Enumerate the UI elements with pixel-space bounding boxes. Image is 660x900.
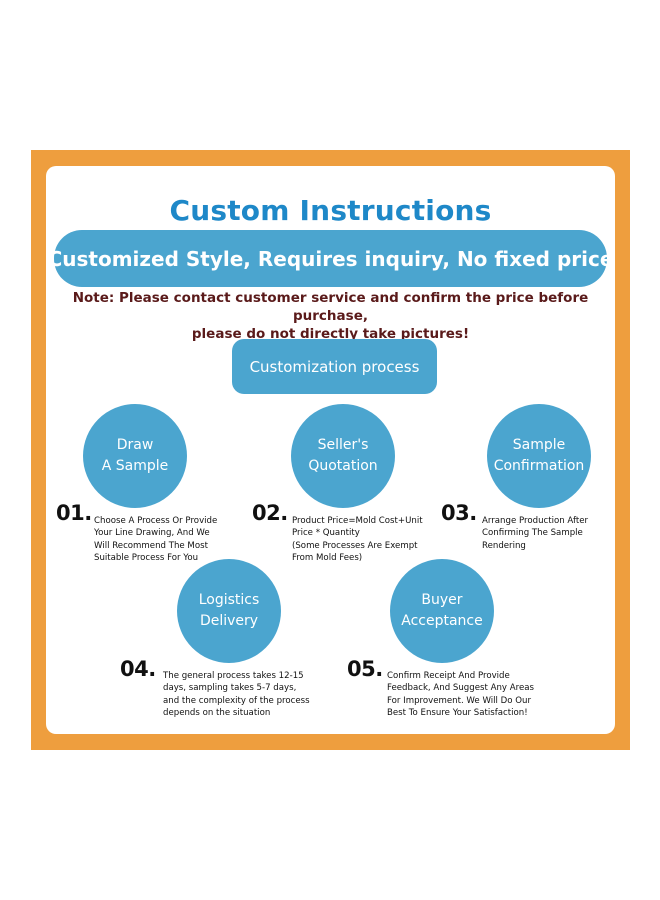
step-5-number: 05.	[347, 657, 383, 681]
step-2-desc-line: Product Price=Mold Cost+Unit	[292, 516, 423, 526]
step-5-desc-line: Confirm Receipt And Provide	[387, 671, 510, 681]
step-1-desc-line: Will Recommend The Most	[94, 540, 208, 551]
step-3-number: 03.	[441, 501, 477, 525]
step-2-number: 02.	[252, 501, 288, 525]
step-5-description: Confirm Receipt And Provide Feedback, An…	[387, 670, 534, 719]
step-2-name-line-1: Seller's	[317, 437, 369, 453]
step-5-desc-line: Best To Ensure Your Satisfaction!	[387, 707, 528, 718]
step-5-name-line-2: Acceptance	[401, 613, 483, 629]
step-3-desc-line: Confirming The Sample	[482, 528, 583, 539]
step-3-desc-line: Rendering	[482, 540, 526, 551]
step-2-name-line-2: Quotation	[308, 458, 378, 474]
pricing-banner: Customized Style, Requires inquiry, No f…	[48, 230, 613, 287]
step-1-name-line-1: Draw	[116, 437, 154, 453]
step-3-desc-line: Arrange Production After	[482, 516, 589, 526]
step-4-name-line-2: Delivery	[199, 613, 259, 629]
orange-frame: Custom Instructions Customized Style, Re…	[31, 150, 630, 750]
step-3-name-line-1: Sample	[512, 437, 566, 453]
step-2-circle: Seller's Quotation	[291, 404, 395, 508]
step-1-desc-line: Choose A Process Or Provide	[94, 516, 218, 526]
process-label: Customization process	[232, 339, 437, 394]
step-5-circle: Buyer Acceptance	[390, 559, 494, 663]
step-2-description: Product Price=Mold Cost+Unit Price * Qua…	[292, 515, 423, 564]
step-4-circle: Logistics Delivery	[177, 559, 281, 663]
step-4-desc-line: and the complexity of the process	[163, 695, 310, 706]
step-1-description: Choose A Process Or Provide Your Line Dr…	[94, 515, 217, 564]
step-4-name-line-1: Logistics	[198, 592, 260, 608]
step-1-number: 01.	[56, 501, 92, 525]
step-5-name-line-1: Buyer	[421, 592, 463, 608]
step-2-desc-line: Price * Quantity	[292, 528, 360, 539]
step-1-desc-line: Suitable Process For You	[94, 552, 199, 563]
step-2-desc-line: (Some Processes Are Exempt	[292, 540, 418, 551]
step-2-desc-line: From Mold Fees)	[292, 552, 363, 563]
note-line-2: please do not directly take pictures!	[191, 326, 470, 342]
step-3-name-line-2: Confirmation	[493, 458, 585, 474]
purchase-note: Note: Please contact customer service an…	[46, 289, 615, 343]
step-1-name-line-2: A Sample	[101, 458, 169, 474]
step-4-desc-line: depends on the situation	[163, 707, 271, 718]
step-4-desc-line: The general process takes 12-15	[163, 671, 304, 681]
step-4-description: The general process takes 12-15 days, sa…	[163, 670, 310, 719]
step-4-number: 04.	[120, 657, 156, 681]
step-1-desc-line: Your Line Drawing, And We	[94, 528, 210, 539]
step-5-desc-line: Feedback, And Suggest Any Areas	[387, 683, 534, 694]
step-1-circle: Draw A Sample	[83, 404, 187, 508]
note-line-1: Note: Please contact customer service an…	[72, 290, 589, 324]
page-title: Custom Instructions	[169, 194, 492, 227]
instructions-card: Custom Instructions Customized Style, Re…	[46, 166, 615, 734]
step-3-circle: Sample Confirmation	[487, 404, 591, 508]
step-3-description: Arrange Production After Confirming The …	[482, 515, 588, 552]
step-4-desc-line: days, sampling takes 5-7 days,	[163, 683, 297, 694]
step-5-desc-line: For Improvement. We Will Do Our	[387, 695, 531, 706]
